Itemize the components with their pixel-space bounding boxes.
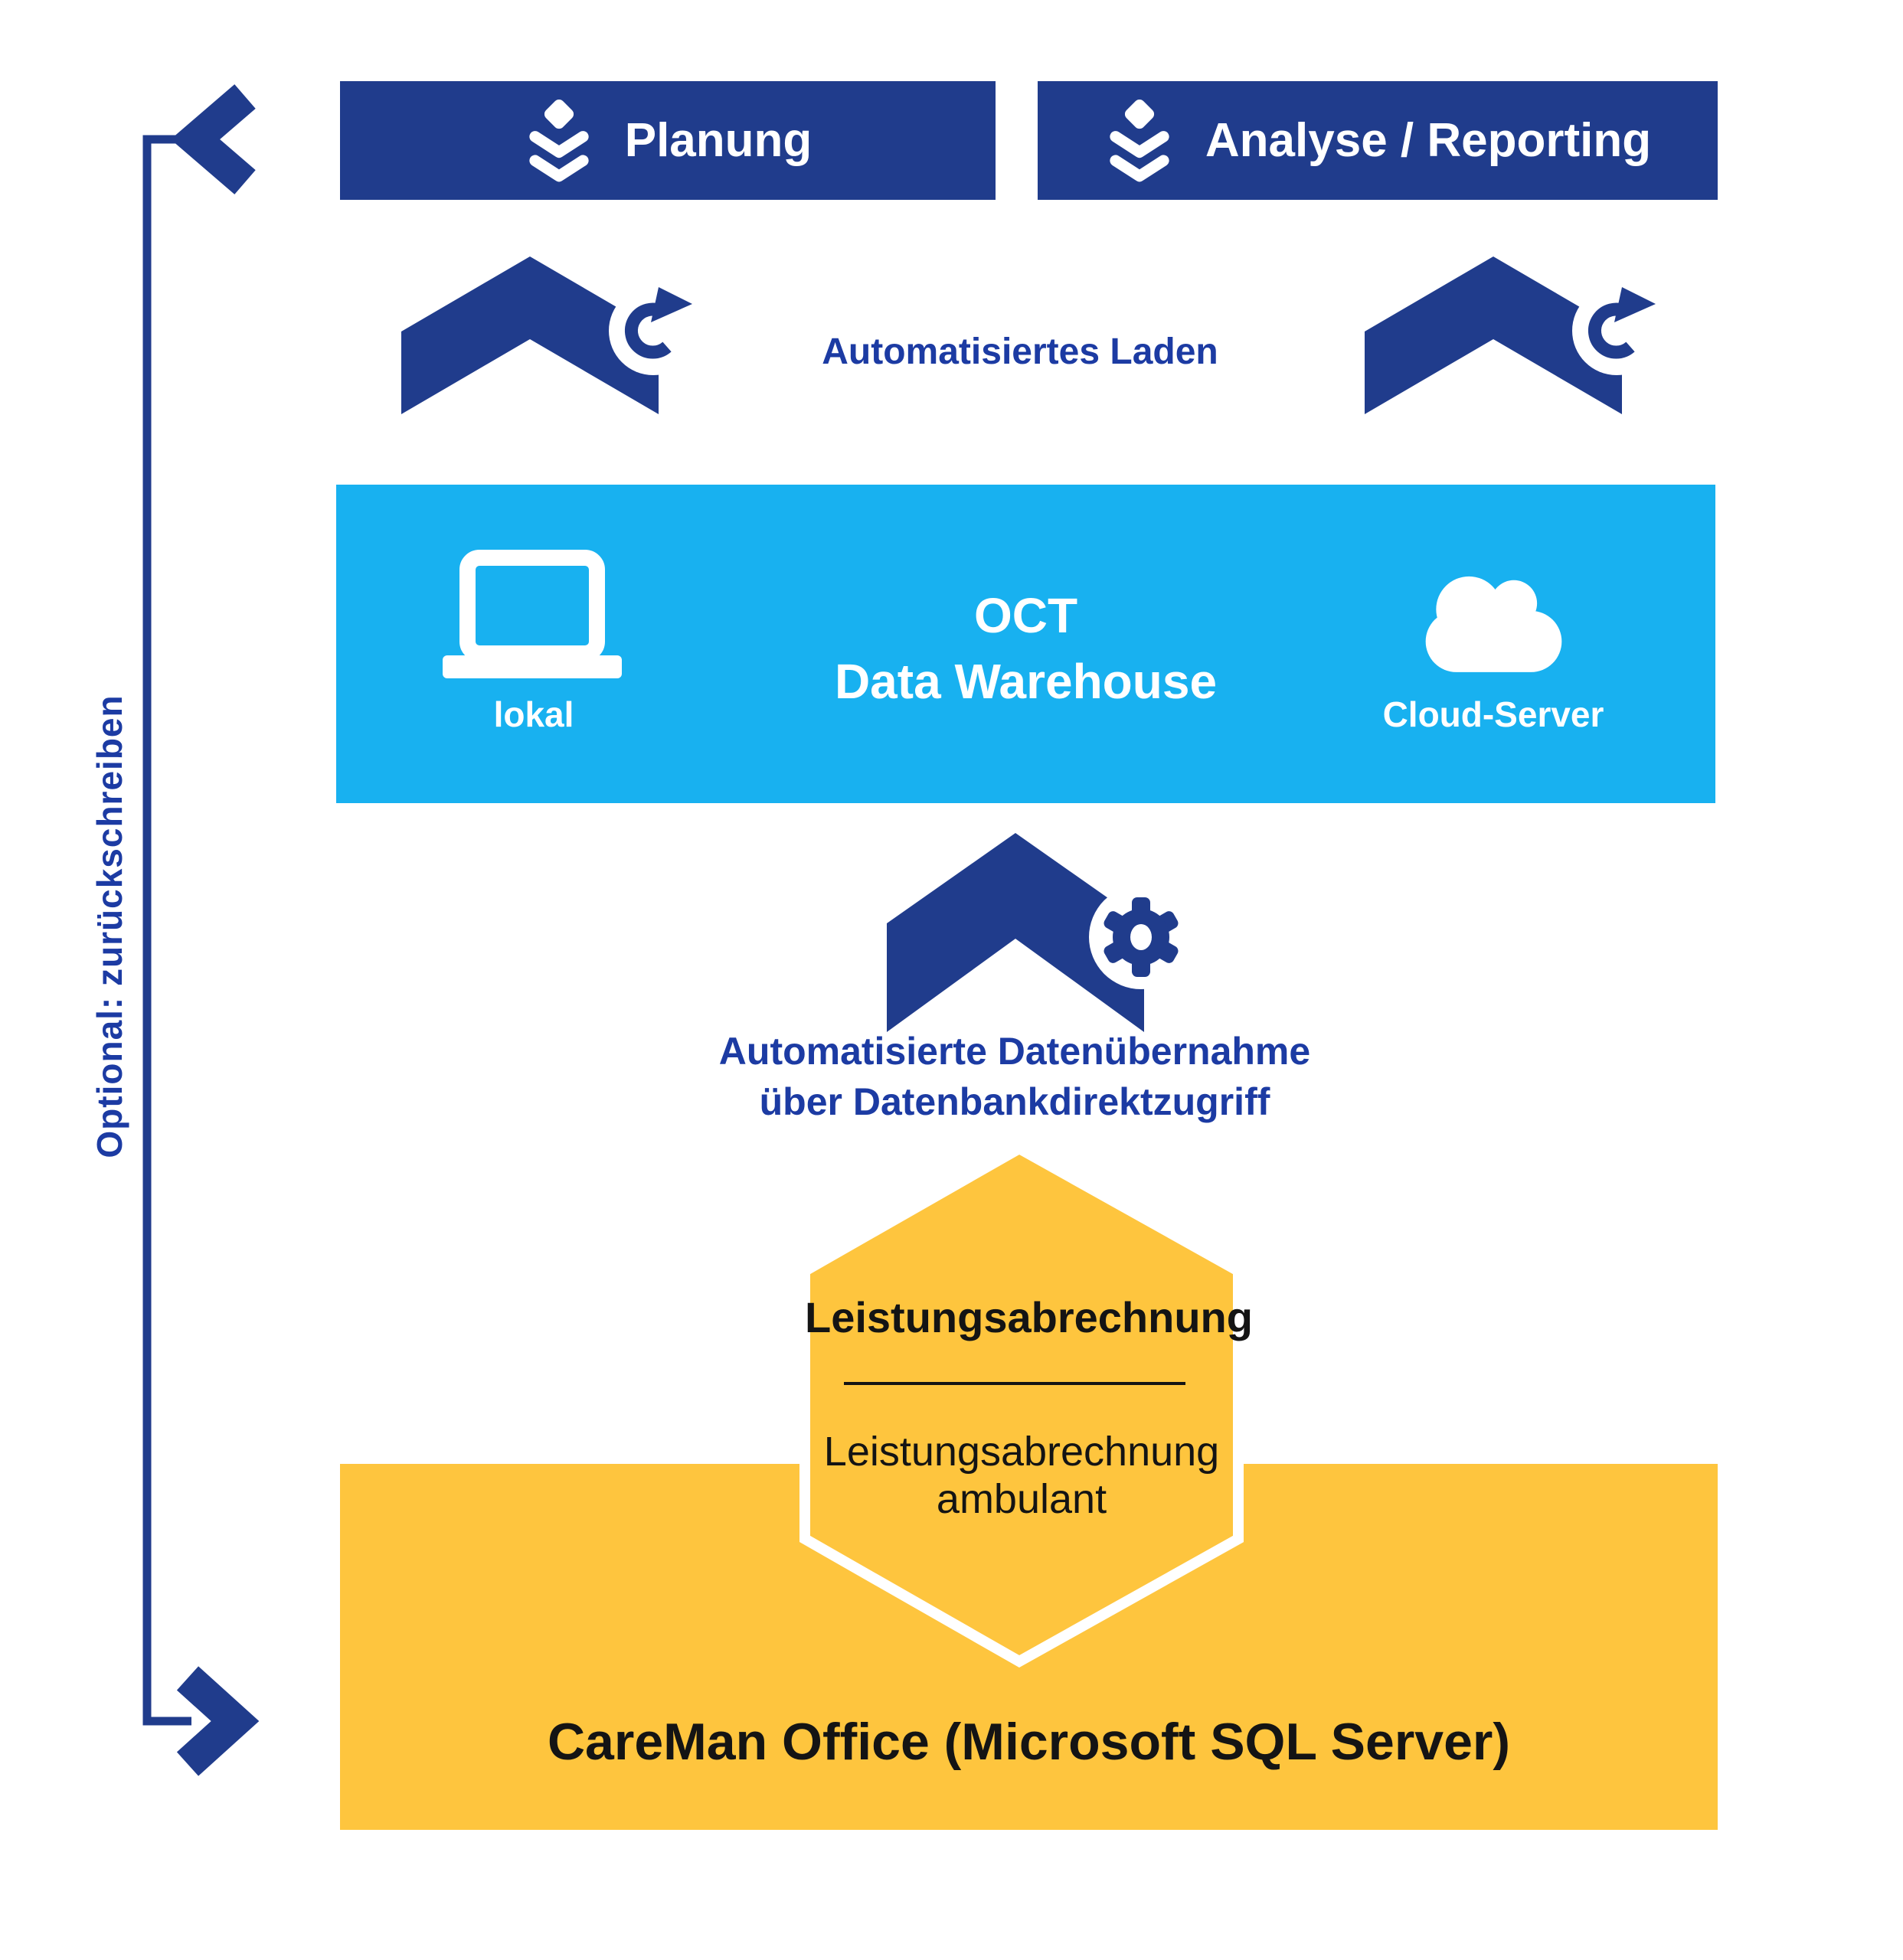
banner-planung: Planung [340, 81, 996, 200]
warehouse-title-line2: Data Warehouse [834, 654, 1218, 709]
layers-icon [529, 99, 589, 181]
warehouse-banner: lokal OCT Data Warehouse Cloud-Server [336, 485, 1715, 803]
hexagon-body-line2: ambulant [936, 1476, 1107, 1522]
chevron-up-gear-icon [887, 833, 1193, 1032]
hexagon-title: Leistungsabrechnung [805, 1293, 1253, 1341]
gear-icon [1104, 897, 1179, 977]
banner-analyse-reporting: Analyse / Reporting [1038, 81, 1718, 200]
cloud-server-label: Cloud-Server [1382, 694, 1604, 734]
careman-banner-label: CareMan Office (Microsoft SQL Server) [547, 1713, 1511, 1771]
banner-planung-label: Planung [624, 114, 813, 167]
transfer-caption-line2: über Datenbankdirektzugriff [759, 1080, 1270, 1123]
hexagon-body-line1: Leistungsabrechnung [823, 1429, 1220, 1475]
auto-load-caption: Automatisiertes Laden [822, 332, 1218, 372]
hexagon-content: Leistungsabrechnung Leistungsabrechnung … [805, 1271, 1253, 1539]
banner-analyse-label: Analyse / Reporting [1205, 114, 1652, 167]
writeback-bracket [142, 84, 260, 1776]
warehouse-title-line1: OCT [973, 588, 1078, 643]
chevron-left-icon [170, 84, 256, 194]
chevron-up-refresh-icon-right [1365, 256, 1661, 414]
hexagon-divider [844, 1382, 1185, 1385]
transfer-caption: Automatisierte Datenübernahme über Daten… [632, 1026, 1398, 1127]
bracket-line [142, 135, 191, 1726]
cloud-icon [1425, 576, 1562, 672]
chevron-right-icon [176, 1666, 260, 1776]
hexagon-body: Leistungsabrechnung ambulant [805, 1428, 1238, 1523]
local-label: lokal [493, 694, 574, 734]
chevron-up-refresh-icon-left [401, 256, 698, 414]
transfer-caption-line1: Automatisierte Datenübernahme [718, 1030, 1311, 1073]
layers-icon [1110, 99, 1169, 181]
warehouse-title: OCT Data Warehouse [336, 583, 1715, 714]
